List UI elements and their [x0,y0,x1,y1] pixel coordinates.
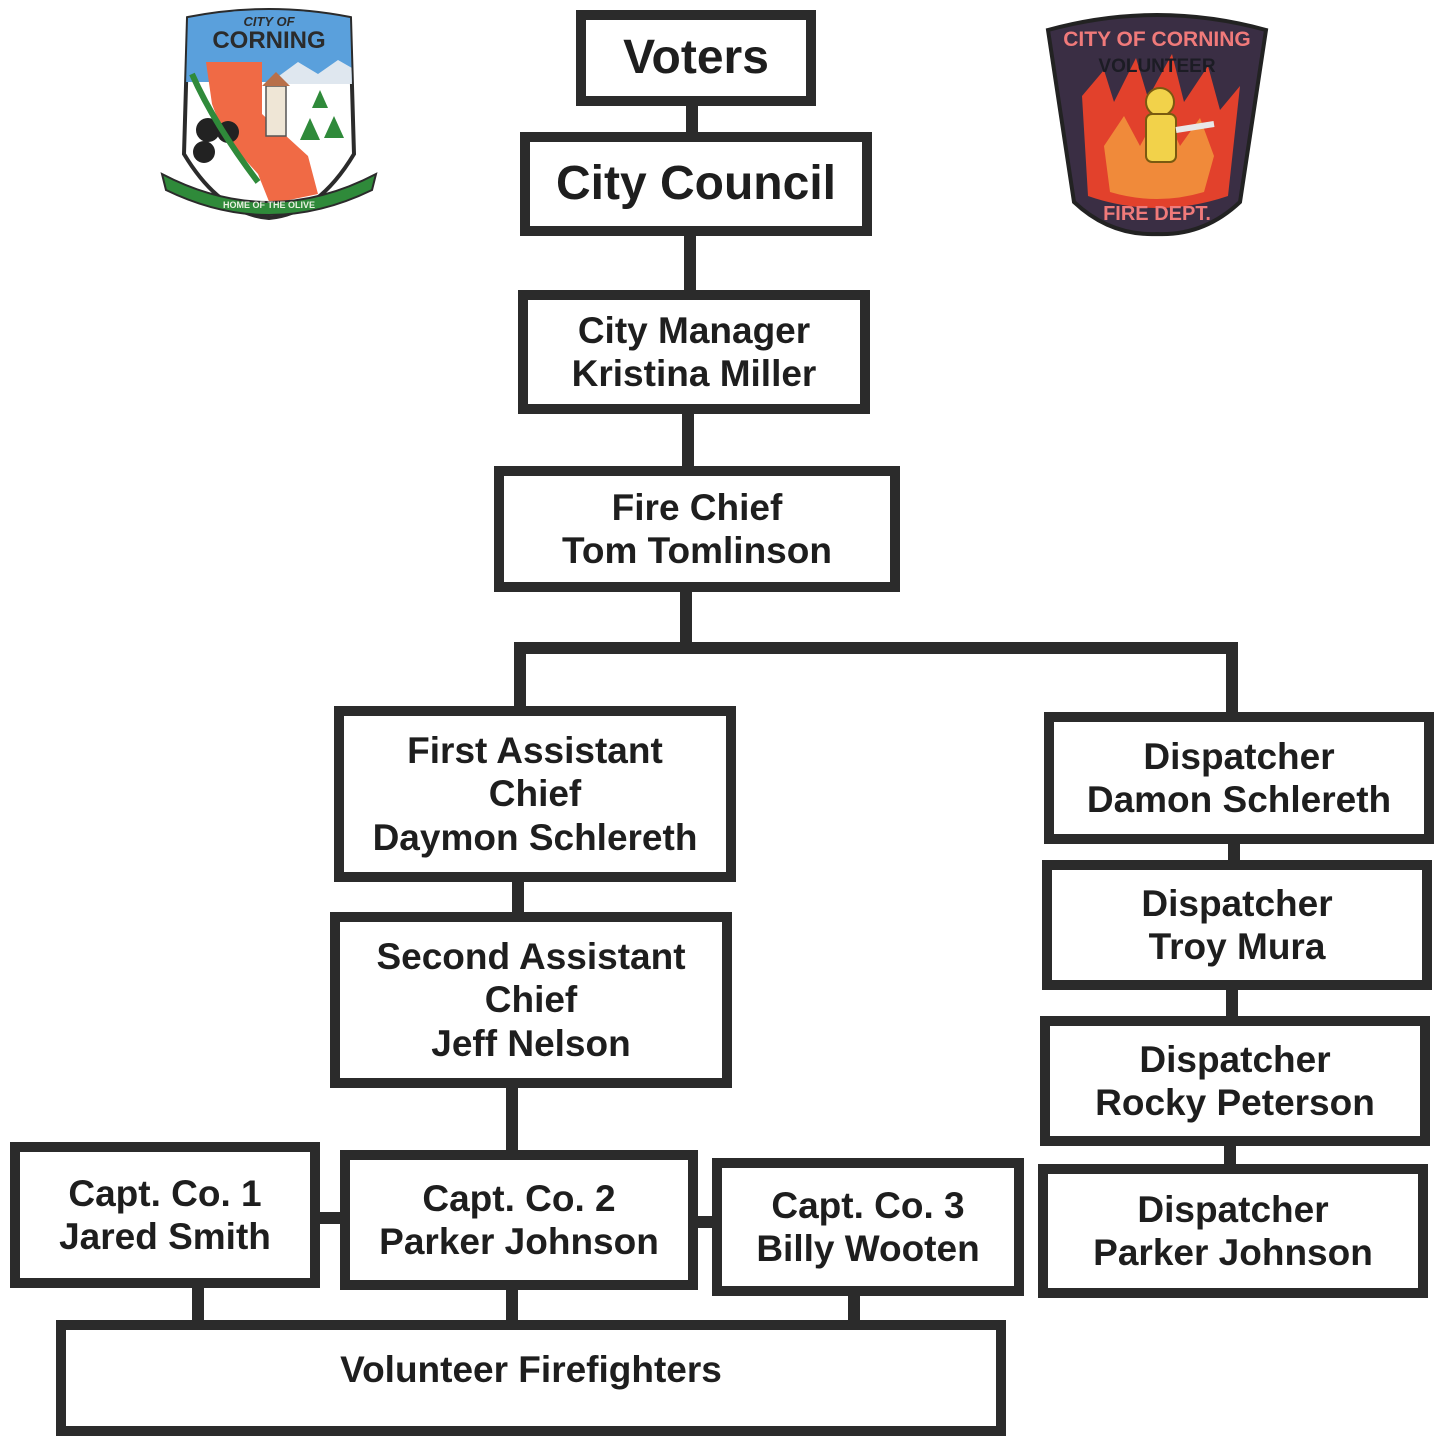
seal-banner-text: HOME OF THE OLIVE [223,200,315,210]
second-assistant-title-2: Chief [484,979,578,1021]
first-assistant-name: Daymon Schlereth [372,816,698,858]
seal-tree-3 [324,116,344,138]
second-assistant-title: Second Assistant [376,936,686,978]
patch-firefighter-body [1145,113,1177,163]
first-assistant-title-2: Chief [488,773,582,815]
patch-firefighter-helmet [1145,87,1175,117]
seal-olive-1 [196,118,220,142]
dispatcher-name-2: Troy Mura [1148,926,1326,967]
volunteer-firefighters-label: Volunteer Firefighters [340,1349,722,1390]
dispatcher-name-1: Damon Schlereth [1086,779,1392,820]
second-assistant-chief-box: Second Assistant Chief Jeff Nelson [330,912,732,1088]
fire-chief-name: Tom Tomlinson [562,530,832,571]
city-manager-box: City Manager Kristina Miller [518,290,870,414]
connector-council-manager [684,230,696,294]
second-assistant-name: Jeff Nelson [431,1022,631,1064]
seal-tree-1 [312,90,328,108]
captain-co2-box: Capt. Co. 2 Parker Johnson [340,1150,698,1290]
dispatcher-box-4: Dispatcher Parker Johnson [1038,1164,1428,1298]
fire-chief-title: Fire Chief [611,486,783,528]
captain-co1-name: Jared Smith [59,1216,271,1257]
seal-text-corning: CORNING [212,27,325,54]
dispatcher-title-4: Dispatcher [1137,1188,1329,1230]
seal-olive-3 [193,141,215,163]
seal-state-shape [206,62,318,204]
dispatcher-title-2: Dispatcher [1141,882,1333,924]
captain-co2-title: Capt. Co. 2 [422,1177,616,1219]
connector-capt1-capt2 [314,1212,346,1224]
dispatcher-title-1: Dispatcher [1143,735,1335,777]
volunteer-fire-dept-patch: CITY OF CORNING VOLUNTEER FIRE DEPT. [1045,13,1269,237]
captain-co3-title: Capt. Co. 3 [771,1184,965,1226]
city-of-corning-seal: CITY OF CORNING HOME OF THE OLIVE [160,8,378,221]
seal-text-city-of: CITY OF [243,14,295,29]
connector-disp2-disp3 [1226,984,1238,1022]
seal-tree-2 [300,118,320,140]
captain-co1-title: Capt. Co. 1 [68,1172,262,1214]
seal-olive-branch [189,72,261,184]
city-council-box: City Council [520,132,872,236]
patch-text-city-of-corning: CITY OF CORNING [1063,28,1250,51]
captain-co1-box: Capt. Co. 1 Jared Smith [10,1142,320,1288]
city-manager-name: Kristina Miller [571,353,817,394]
connector-branch-left [514,642,526,712]
first-assistant-chief-box: First Assistant Chief Daymon Schlereth [334,706,736,882]
seal-bell-tower [265,85,287,137]
patch-text-fire-dept: FIRE DEPT. [1103,203,1211,225]
connector-second-captains [506,1082,518,1158]
dispatcher-box-3: Dispatcher Rocky Peterson [1040,1016,1430,1146]
fire-chief-box: Fire Chief Tom Tomlinson [494,466,900,592]
connector-branch-horizontal [514,642,1238,654]
first-assistant-title: First Assistant [407,730,663,772]
dispatcher-name-3: Rocky Peterson [1095,1082,1375,1123]
city-manager-title: City Manager [577,309,811,351]
voters-box: Voters [576,10,816,106]
connector-voters-council [686,102,698,136]
patch-hose [1175,121,1215,133]
dispatcher-title-3: Dispatcher [1139,1038,1331,1080]
captain-co2-name: Parker Johnson [379,1221,659,1262]
connector-manager-chief [682,408,694,472]
dispatcher-box-1: Dispatcher Damon Schlereth [1044,712,1434,844]
city-council-label: City Council [555,156,836,210]
connector-chief-branch [680,588,692,644]
voters-label: Voters [623,30,769,84]
volunteer-firefighters-box: Volunteer Firefighters [56,1320,1006,1436]
captain-co3-box: Capt. Co. 3 Billy Wooten [712,1158,1024,1296]
dispatcher-box-2: Dispatcher Troy Mura [1042,860,1432,990]
dispatcher-name-4: Parker Johnson [1093,1232,1373,1273]
seal-banner [160,172,378,216]
captain-co3-name: Billy Wooten [756,1228,980,1269]
connector-branch-right [1226,642,1238,720]
connector-first-second [512,876,524,920]
patch-text-volunteer: VOLUNTEER [1098,56,1215,77]
connector-capt1-volunteers [192,1282,204,1326]
connector-capt2-volunteers [506,1284,518,1328]
